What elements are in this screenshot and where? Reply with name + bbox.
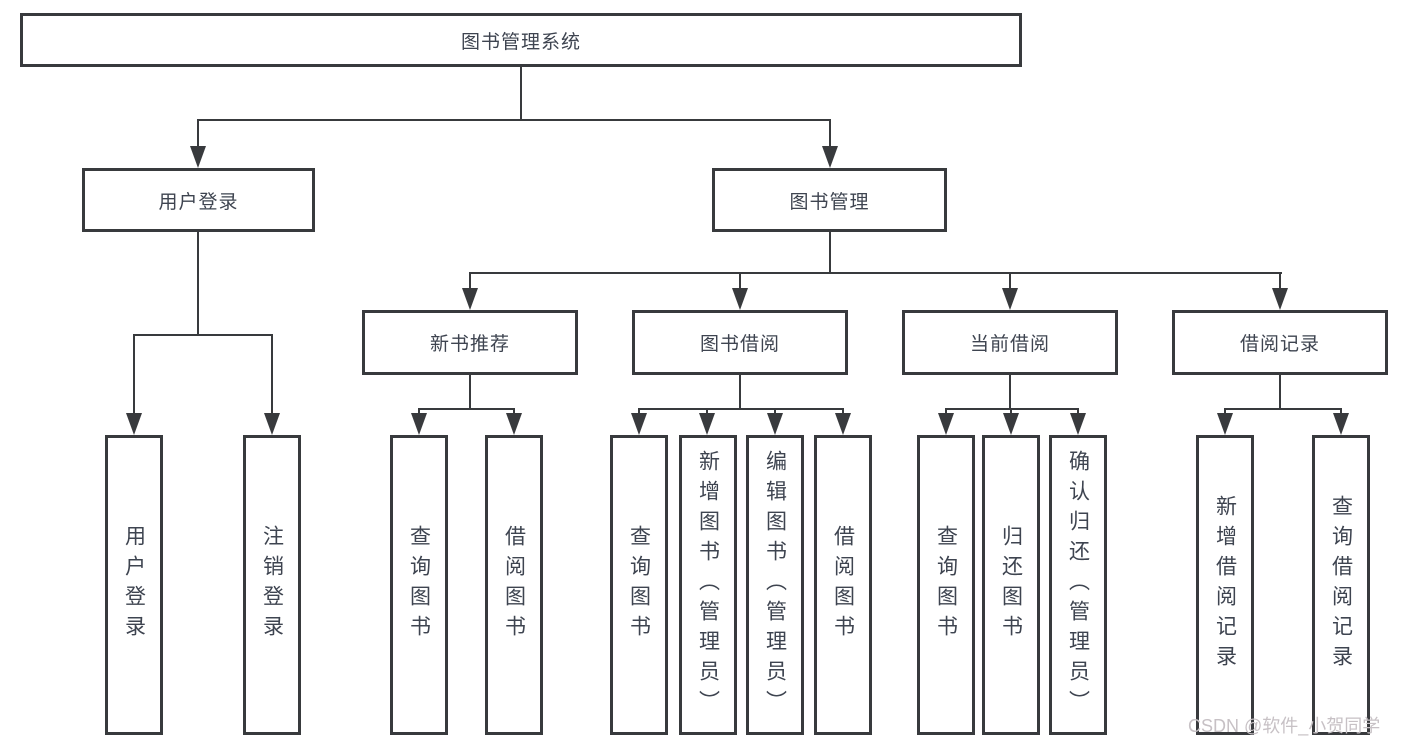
connector-line <box>1077 408 1079 415</box>
leaf-edit-books-admin: 编辑图书（管理员） <box>746 435 804 735</box>
leaf-query-borrow-record-label: 查询借阅记录 <box>1329 495 1353 675</box>
leaf-query-books-current-label: 查询图书 <box>934 525 958 645</box>
leaf-query-books-recommend: 查询图书 <box>390 435 448 735</box>
arrowhead-icon <box>411 413 427 435</box>
leaf-query-books-borrow-label: 查询图书 <box>627 525 651 645</box>
arrowhead-icon <box>506 413 522 435</box>
node-current-borrow: 当前借阅 <box>902 310 1118 375</box>
leaf-confirm-return-admin-label: 确认归还（管理员） <box>1066 450 1090 720</box>
connector-line <box>1009 272 1011 289</box>
connector-line <box>133 334 273 336</box>
arrowhead-icon <box>732 288 748 310</box>
node-user-login-label: 用户登录 <box>158 191 239 213</box>
node-book-management-label: 图书管理 <box>789 191 870 213</box>
node-new-book-recommend: 新书推荐 <box>362 310 578 375</box>
leaf-borrow-books-recommend: 借阅图书 <box>485 435 543 735</box>
node-current-borrow-label: 当前借阅 <box>969 334 1050 355</box>
arrowhead-icon <box>1217 413 1233 435</box>
connector-line <box>1279 272 1281 289</box>
leaf-query-books-borrow: 查询图书 <box>610 435 668 735</box>
arrowhead-icon <box>1333 413 1349 435</box>
connector-line <box>638 408 640 415</box>
arrowhead-icon <box>767 413 783 435</box>
connector-line <box>520 67 522 120</box>
arrowhead-icon <box>190 146 206 168</box>
node-borrow-records: 借阅记录 <box>1172 310 1388 375</box>
connector-line <box>197 232 199 336</box>
connector-line <box>197 119 831 121</box>
connector-line <box>829 119 831 148</box>
leaf-user-login: 用户登录 <box>105 435 163 735</box>
arrowhead-icon <box>264 413 280 435</box>
arrowhead-icon <box>1070 413 1086 435</box>
node-book-management: 图书管理 <box>712 168 947 232</box>
arrowhead-icon <box>1272 288 1288 310</box>
leaf-logout: 注销登录 <box>243 435 301 735</box>
leaf-return-books-label: 归还图书 <box>999 525 1023 645</box>
leaf-add-borrow-record-label: 新增借阅记录 <box>1213 495 1237 675</box>
connector-line <box>1279 375 1281 409</box>
node-book-borrow-label: 图书借阅 <box>699 334 780 355</box>
arrowhead-icon <box>835 413 851 435</box>
connector-line <box>513 408 515 415</box>
arrowhead-icon <box>699 413 715 435</box>
arrowhead-icon <box>938 413 954 435</box>
node-root: 图书管理系统 <box>20 13 1022 67</box>
connector-line <box>706 408 708 415</box>
connector-line <box>1009 375 1011 409</box>
connector-line <box>418 408 515 410</box>
arrowhead-icon <box>1002 288 1018 310</box>
connector-line <box>469 272 471 289</box>
arrowhead-icon <box>462 288 478 310</box>
connector-line <box>945 408 1079 410</box>
connector-line <box>774 408 776 415</box>
leaf-add-books-admin-label: 新增图书（管理员） <box>696 450 720 720</box>
node-root-label: 图书管理系统 <box>460 31 581 53</box>
leaf-borrow-books-label: 借阅图书 <box>831 525 855 645</box>
connector-line <box>739 272 741 289</box>
node-borrow-records-label: 借阅记录 <box>1239 334 1320 355</box>
arrowhead-icon <box>631 413 647 435</box>
leaf-query-books-recommend-label: 查询图书 <box>407 525 431 645</box>
leaf-borrow-books-recommend-label: 借阅图书 <box>502 525 526 645</box>
leaf-confirm-return-admin: 确认归还（管理员） <box>1049 435 1107 735</box>
connector-line <box>1340 408 1342 415</box>
connector-line <box>469 272 1282 274</box>
leaf-add-borrow-record: 新增借阅记录 <box>1196 435 1254 735</box>
connector-line <box>133 334 135 414</box>
leaf-logout-label: 注销登录 <box>260 525 284 645</box>
node-user-login: 用户登录 <box>82 168 315 232</box>
connector-line <box>842 408 844 415</box>
connector-line <box>271 334 273 414</box>
node-book-borrow: 图书借阅 <box>632 310 848 375</box>
arrowhead-icon <box>822 146 838 168</box>
connector-line <box>1224 408 1226 415</box>
leaf-borrow-books: 借阅图书 <box>814 435 872 735</box>
connector-line <box>1224 408 1342 410</box>
connector-line <box>829 232 831 274</box>
connector-line <box>418 408 420 415</box>
arrowhead-icon <box>1003 413 1019 435</box>
leaf-add-books-admin: 新增图书（管理员） <box>679 435 737 735</box>
arrowhead-icon <box>126 413 142 435</box>
connector-line <box>945 408 947 415</box>
leaf-return-books: 归还图书 <box>982 435 1040 735</box>
connector-line <box>739 375 741 409</box>
connector-line <box>1010 408 1012 415</box>
leaf-user-login-label: 用户登录 <box>122 525 146 645</box>
leaf-query-books-current: 查询图书 <box>917 435 975 735</box>
leaf-edit-books-admin-label: 编辑图书（管理员） <box>763 450 787 720</box>
node-new-book-recommend-label: 新书推荐 <box>429 334 510 355</box>
leaf-query-borrow-record: 查询借阅记录 <box>1312 435 1370 735</box>
csdn-watermark: CSDN @软件_小贺同学 <box>1188 716 1381 736</box>
connector-line <box>638 408 844 410</box>
connector-line <box>469 375 471 409</box>
connector-line <box>197 119 199 148</box>
